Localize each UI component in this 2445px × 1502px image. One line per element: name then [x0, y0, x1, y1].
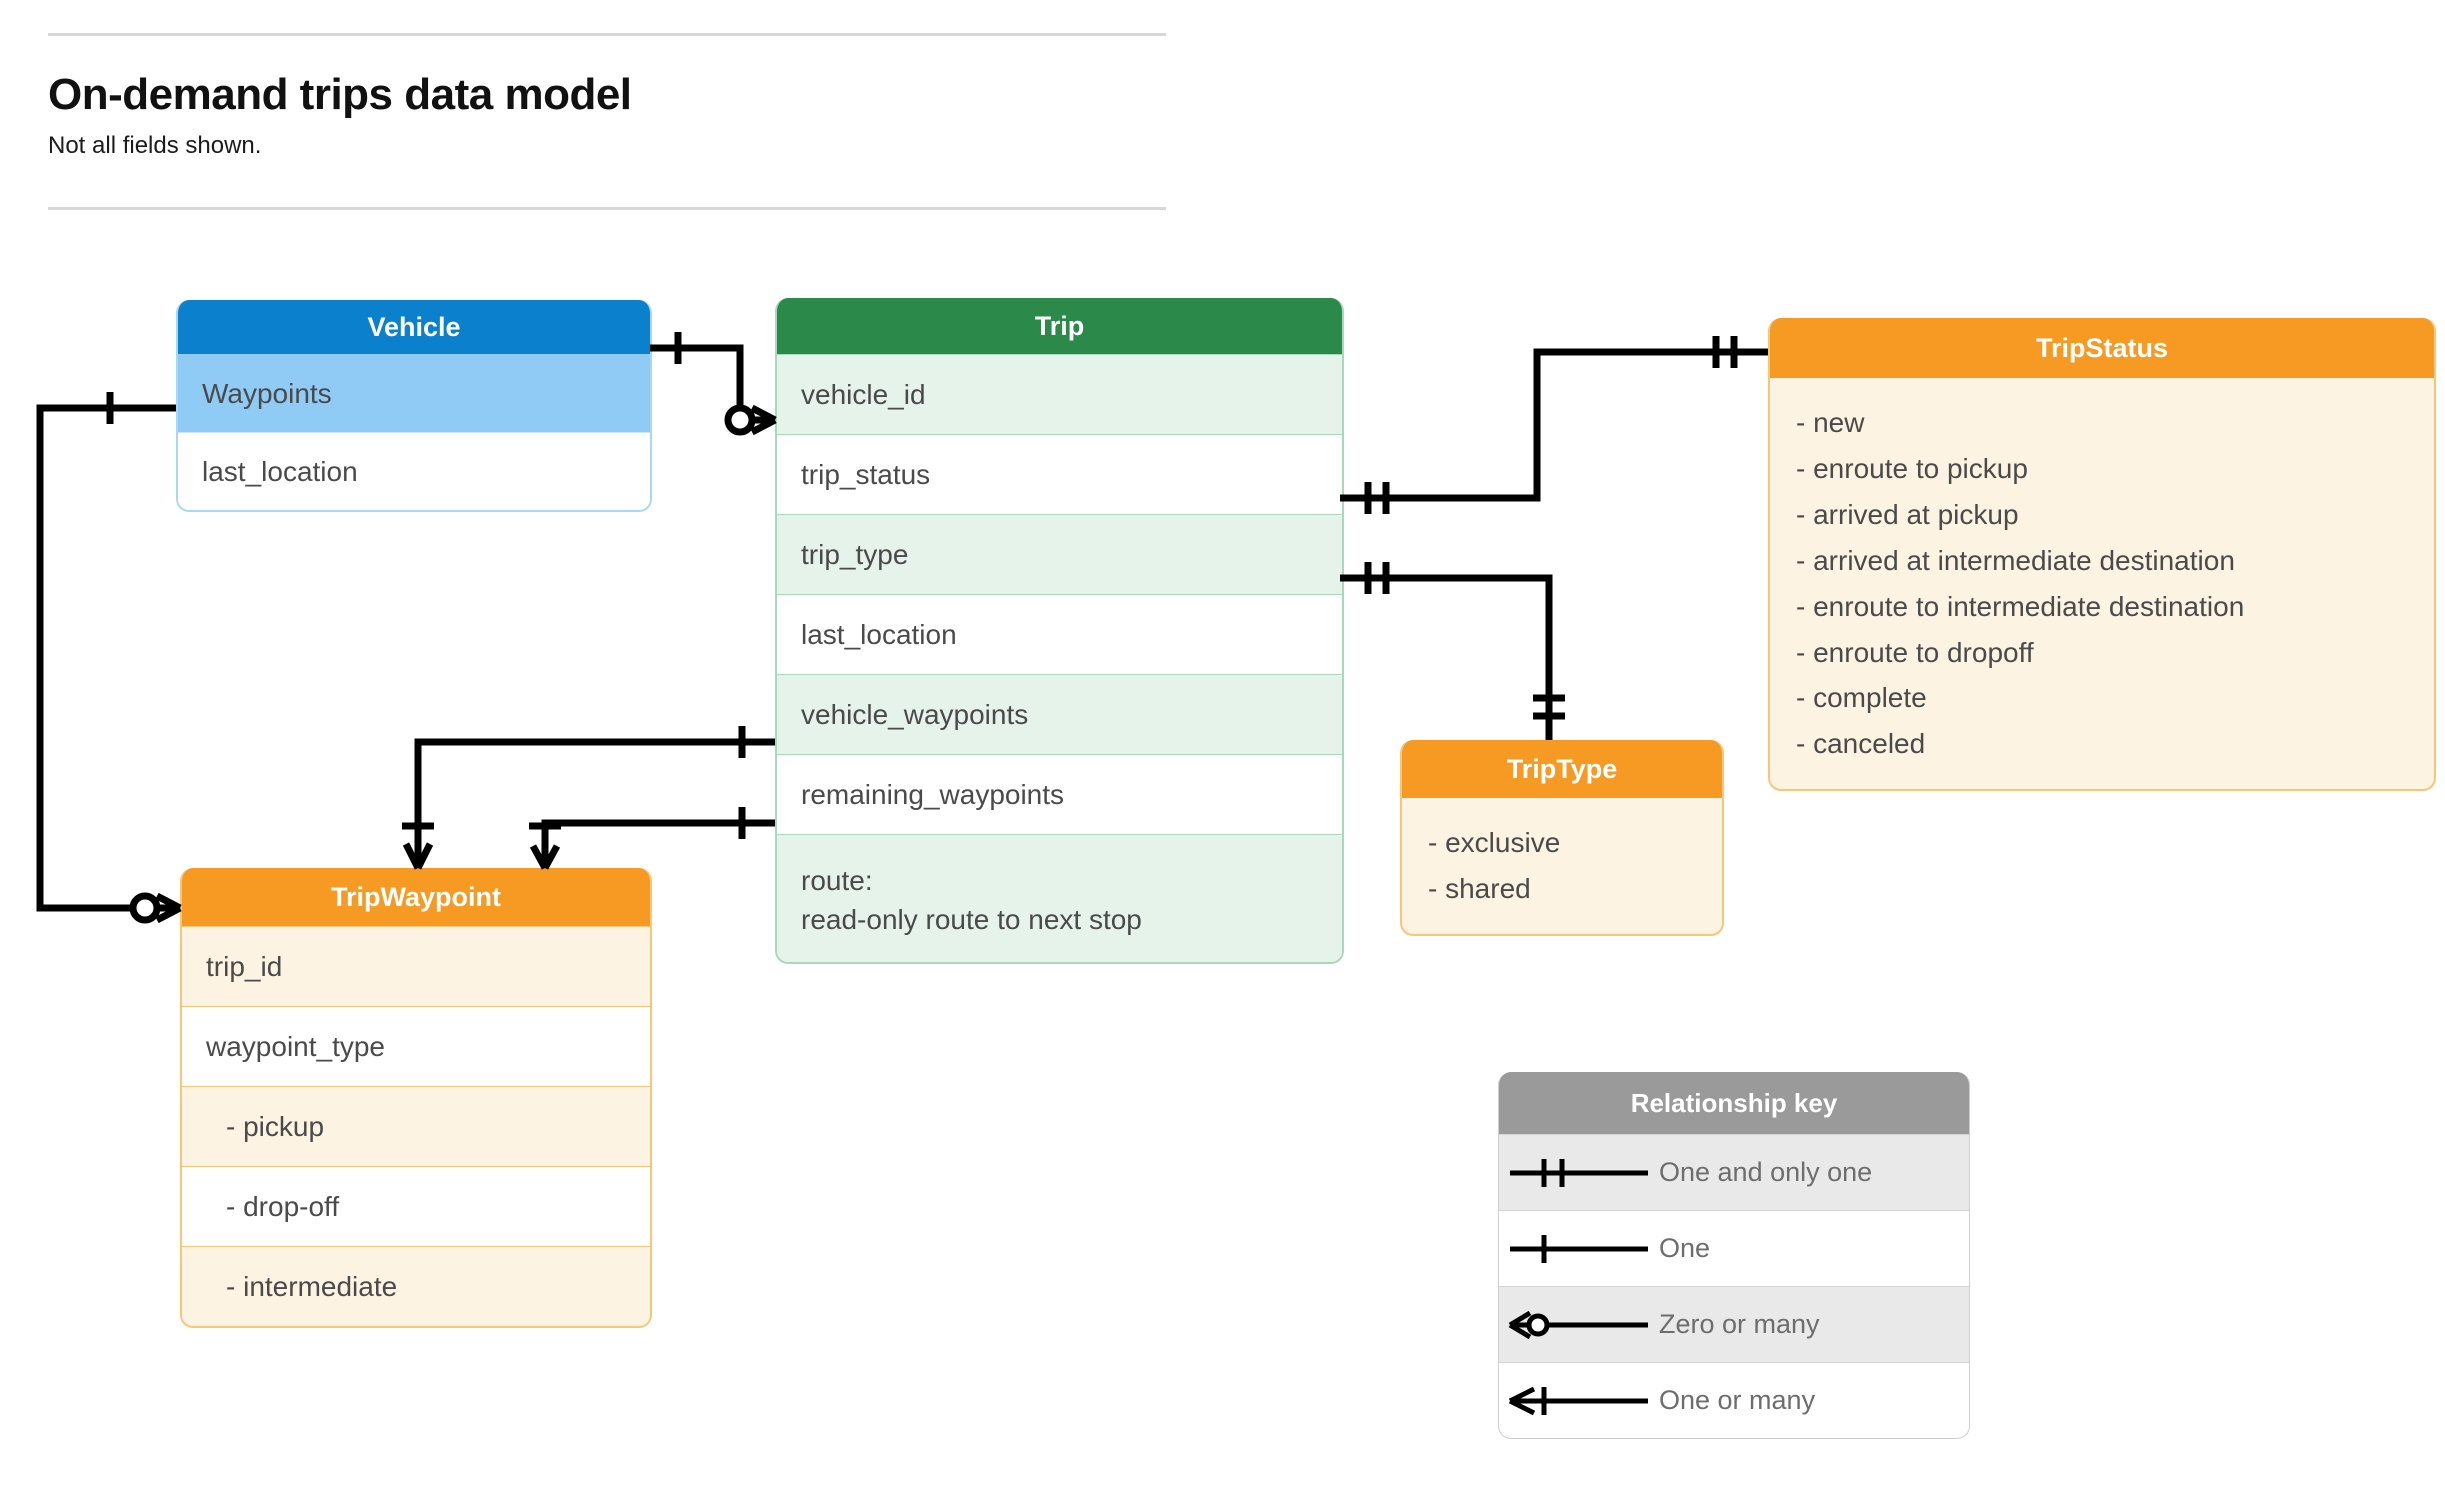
enum-tripstatus-enroute-intermediate: - enroute to intermediate destination	[1796, 590, 2245, 622]
field-trip-route-note: read-only route to next stop	[801, 903, 1142, 935]
entity-trip-type-title: TripType	[1402, 740, 1722, 798]
one-icon	[1499, 1229, 1659, 1269]
enum-tripstatus-complete: - complete	[1796, 682, 1927, 714]
legend-row-one-and-only-one: One and only one	[1499, 1134, 1969, 1210]
enum-tripstatus-new: - new	[1796, 407, 1865, 438]
entity-trip-waypoint[interactable]: TripWaypoint trip_id waypoint_type - pic…	[180, 868, 652, 1328]
entity-trip-status[interactable]: TripStatus - new - enroute to pickup - a…	[1768, 318, 2436, 792]
header-divider-bottom	[48, 207, 1166, 210]
legend-row-zero-or-many: Zero or many	[1499, 1286, 1969, 1362]
entity-vehicle-title: Vehicle	[178, 300, 650, 354]
entity-trip-waypoint-title: TripWaypoint	[182, 868, 650, 926]
field-trip-trip-status: trip_status	[777, 434, 1342, 514]
zero-or-many-icon	[1499, 1305, 1659, 1345]
page-title: On-demand trips data model	[48, 70, 632, 119]
enum-tripwaypoint-intermediate: - intermediate	[182, 1246, 650, 1326]
enum-tripstatus-enroute-dropoff: - enroute to dropoff	[1796, 636, 2034, 668]
legend-title: Relationship key	[1499, 1072, 1969, 1134]
connector-vehicle-waypoints-to-tripwaypoint	[36, 392, 182, 924]
one-or-many-icon	[1499, 1381, 1659, 1421]
entity-trip-type-values: - exclusive - shared	[1402, 798, 1722, 934]
field-trip-route: route: read-only route to next stop	[777, 834, 1342, 962]
legend-label-one-and-only-one: One and only one	[1659, 1157, 1873, 1187]
page-subtitle: Not all fields shown.	[48, 132, 262, 159]
field-tripwaypoint-trip-id: trip_id	[182, 926, 650, 1006]
header-divider-top	[48, 33, 1166, 36]
legend-label-one-or-many: One or many	[1659, 1385, 1816, 1415]
connector-trip-status-to-tripstatus	[1340, 336, 1768, 514]
field-trip-remaining-waypoints: remaining_waypoints	[777, 754, 1342, 834]
legend-label-one: One	[1659, 1233, 1711, 1263]
entity-trip[interactable]: Trip vehicle_id trip_status trip_type la…	[775, 298, 1344, 964]
enum-tripwaypoint-dropoff: - drop-off	[182, 1166, 650, 1246]
entity-trip-status-title: TripStatus	[1770, 318, 2434, 378]
connector-trip-remaining-waypoints-to-tripwaypoint	[529, 807, 775, 870]
enum-tripstatus-enroute-pickup: - enroute to pickup	[1796, 452, 2028, 484]
field-trip-last-location: last_location	[777, 594, 1342, 674]
enum-tripstatus-arrived-intermediate: - arrived at intermediate destination	[1796, 544, 2235, 576]
enum-triptype-exclusive: - exclusive	[1428, 827, 1561, 858]
connector-vehicle-to-trip	[650, 332, 777, 436]
enum-triptype-shared: - shared	[1428, 872, 1531, 904]
entity-trip-type[interactable]: TripType - exclusive - shared	[1400, 740, 1724, 936]
field-tripwaypoint-waypoint-type: waypoint_type	[182, 1006, 650, 1086]
entity-trip-status-values: - new - enroute to pickup - arrived at p…	[1770, 378, 2434, 789]
entity-trip-title: Trip	[777, 298, 1342, 354]
field-trip-vehicle-id: vehicle_id	[777, 354, 1342, 434]
legend-row-one-or-many: One or many	[1499, 1362, 1969, 1438]
legend-row-one: One	[1499, 1210, 1969, 1286]
field-trip-route-label: route:	[801, 864, 873, 896]
relationship-key-legend[interactable]: Relationship key One and only one One	[1498, 1072, 1970, 1439]
enum-tripwaypoint-pickup: - pickup	[182, 1086, 650, 1166]
field-trip-trip-type: trip_type	[777, 514, 1342, 594]
field-vehicle-waypoints: Waypoints	[178, 354, 650, 432]
field-vehicle-last-location: last_location	[178, 432, 650, 510]
field-trip-vehicle-waypoints: vehicle_waypoints	[777, 674, 1342, 754]
enum-tripstatus-arrived-pickup: - arrived at pickup	[1796, 498, 2019, 530]
enum-tripstatus-canceled: - canceled	[1796, 728, 1926, 760]
connector-trip-type-to-triptype	[1340, 562, 1565, 740]
one-and-only-one-icon	[1499, 1153, 1659, 1193]
connector-trip-vehicle-waypoints-to-tripwaypoint	[402, 726, 775, 870]
entity-vehicle[interactable]: Vehicle Waypoints last_location	[176, 300, 652, 512]
legend-label-zero-or-many: Zero or many	[1659, 1309, 1820, 1339]
